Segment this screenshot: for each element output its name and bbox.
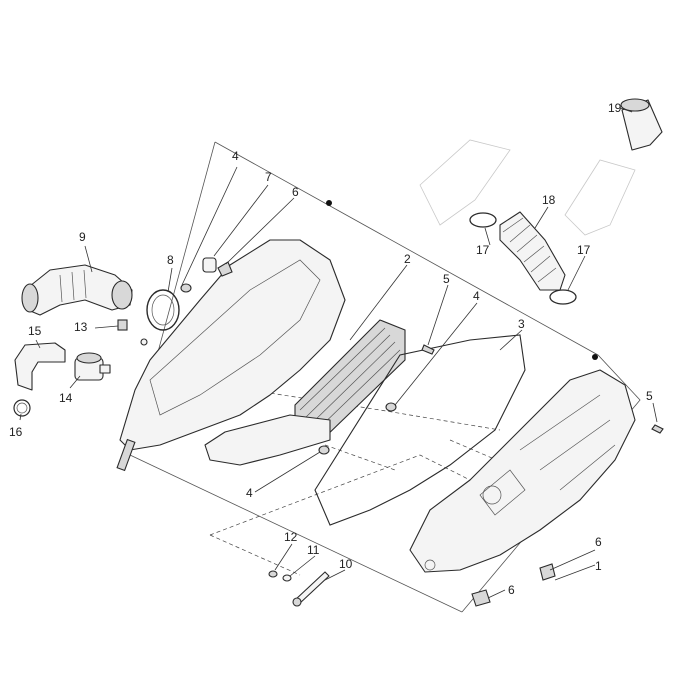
rubber-grommets bbox=[180, 283, 397, 455]
hose-clamps-upper bbox=[469, 212, 577, 305]
nut bbox=[268, 570, 278, 578]
leader-lines bbox=[19, 107, 658, 599]
callout-4: 4 bbox=[246, 486, 253, 500]
callout-5: 5 bbox=[646, 389, 653, 403]
plug bbox=[202, 257, 217, 273]
callout-11: 11 bbox=[307, 543, 320, 557]
rubber-boot bbox=[499, 211, 566, 291]
clip-upper bbox=[217, 261, 233, 277]
marker-dot-cover bbox=[592, 354, 598, 360]
callout-15: 15 bbox=[28, 324, 42, 338]
callout-16: 16 bbox=[9, 425, 23, 439]
callout-19: 19 bbox=[608, 101, 622, 115]
callout-8: 8 bbox=[167, 253, 174, 267]
callout-13: 13 bbox=[74, 320, 88, 334]
callout-10: 10 bbox=[339, 557, 353, 571]
callout-6: 6 bbox=[595, 535, 602, 549]
mounting-bolt bbox=[292, 571, 330, 607]
washer bbox=[282, 574, 292, 582]
screws bbox=[421, 344, 664, 434]
callout-4: 4 bbox=[473, 289, 480, 303]
hose-clamp-ring bbox=[146, 289, 180, 331]
callout-14: 14 bbox=[59, 391, 73, 405]
air-box-cover bbox=[409, 354, 636, 573]
callout-18: 18 bbox=[542, 193, 556, 207]
intake-sleeve bbox=[21, 264, 133, 316]
breather-valve bbox=[74, 352, 111, 381]
clips-cover bbox=[471, 563, 556, 607]
gasket-seal bbox=[314, 334, 526, 526]
marker-dot-housing bbox=[326, 200, 332, 206]
callout-6: 6 bbox=[508, 583, 515, 597]
intake-duct-outlines bbox=[419, 139, 636, 236]
callout-2: 2 bbox=[404, 252, 411, 266]
small-hose-clamp bbox=[13, 399, 31, 417]
callout-17: 17 bbox=[476, 243, 490, 257]
callout-7: 7 bbox=[265, 170, 272, 184]
clamp-bracket bbox=[117, 319, 148, 346]
callout-4: 4 bbox=[232, 149, 239, 163]
callout-9: 9 bbox=[79, 230, 86, 244]
callout-3: 3 bbox=[518, 317, 525, 331]
callout-17: 17 bbox=[577, 243, 591, 257]
breather-hose bbox=[14, 342, 66, 391]
air-box-housing bbox=[116, 200, 346, 472]
callout-1: 1 bbox=[595, 559, 602, 573]
callout-12: 12 bbox=[284, 530, 298, 544]
callout-6: 6 bbox=[292, 185, 299, 199]
callout-labels: 4 7 6 8 9 13 15 16 14 2 5 4 3 4 5 6 1 6 … bbox=[9, 101, 653, 597]
intake-snorkel bbox=[620, 98, 663, 151]
callout-5: 5 bbox=[443, 272, 450, 286]
